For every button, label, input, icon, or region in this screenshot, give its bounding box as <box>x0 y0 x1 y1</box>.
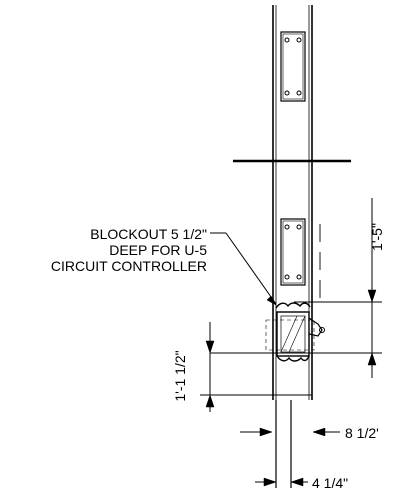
callout-line-3: CIRCUIT CONTROLLER <box>51 258 207 274</box>
lower-mounting-plate <box>280 218 306 286</box>
upper-mounting-plate <box>280 31 306 102</box>
callout-leader <box>210 232 277 306</box>
inner-width-dimension-label: 4 1/4" <box>312 475 348 491</box>
outer-width-dimension-label: 8 1/2' <box>345 425 379 441</box>
outer-width-dimension <box>240 427 340 437</box>
upper-vertical-dimension-label: 1'-5" <box>369 223 385 251</box>
inner-width-dimension <box>255 477 308 487</box>
lower-vertical-dimension <box>200 322 312 412</box>
mast-post <box>272 5 313 488</box>
callout-line-2: DEEP FOR U-5 <box>109 242 207 258</box>
circuit-controller-blockout <box>265 302 325 362</box>
lower-vertical-dimension-label: 1'-1 1/2" <box>172 350 188 401</box>
upper-vertical-dimension <box>210 198 382 378</box>
callout-line-1: BLOCKOUT 5 1/2" <box>90 226 207 242</box>
